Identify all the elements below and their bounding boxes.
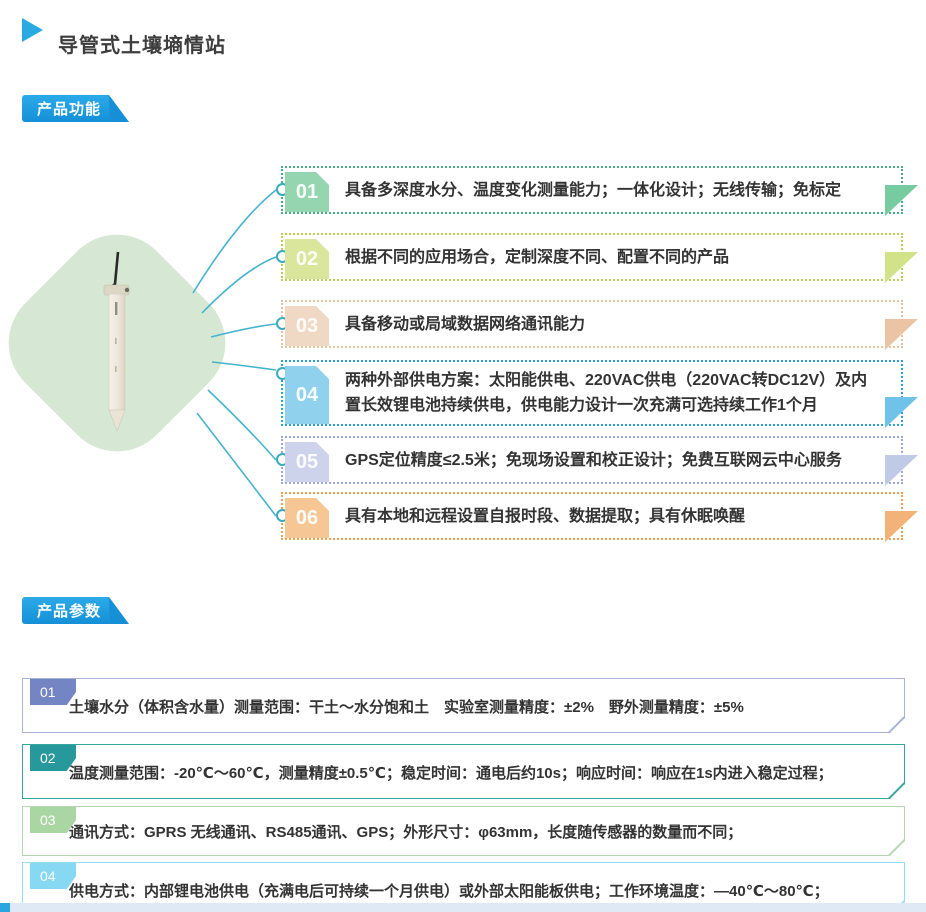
feature-item: 05 GPS定位精度≤2.5米；免现场设置和校正设计；免费互联网云中心服务 — [281, 436, 903, 484]
param-text: 温度测量范围：-20℃～60℃，测量精度±0.5℃；稳定时间：通电后约10s；响… — [23, 759, 867, 785]
param-text: 通讯方式：GPRS 无线通讯、RS485通讯、GPS；外形尺寸：φ63mm，长度… — [23, 818, 776, 844]
fold-corner-decoration — [885, 397, 918, 428]
feature-text: 两种外部供电方案：太阳能供电、220VAC供电（220VAC转DC12V）及内置… — [283, 364, 901, 422]
bottom-strip — [0, 903, 926, 912]
feature-item: 06 具有本地和远程设置自报时段、数据提取；具有休眠唤醒 — [281, 492, 903, 540]
page-title: 导管式土壤墒情站 — [58, 29, 226, 58]
fold-corner-decoration — [885, 185, 918, 216]
param-number-tag: 03 — [30, 807, 76, 833]
feature-item: 01 具备多深度水分、温度变化测量能力；一体化设计；无线传输；免标定 — [281, 166, 903, 214]
header-arrow-icon — [22, 18, 43, 42]
feature-item: 03 具备移动或局域数据网络通讯能力 — [281, 300, 903, 348]
feature-text: GPS定位精度≤2.5米；免现场设置和校正设计；免费互联网云中心服务 — [283, 444, 872, 477]
bottom-strip-marker — [0, 903, 10, 912]
features-section-badge: 产品功能 — [22, 95, 109, 122]
feature-text: 具备多深度水分、温度变化测量能力；一体化设计；无线传输；免标定 — [283, 174, 871, 207]
feature-text: 根据不同的应用场合，定制深度不同、配置不同的产品 — [283, 241, 759, 274]
feature-item: 04 两种外部供电方案：太阳能供电、220VAC供电（220VAC转DC12V）… — [281, 360, 903, 426]
feature-text: 具备移动或局域数据网络通讯能力 — [283, 308, 615, 341]
param-number-tag: 02 — [30, 745, 76, 771]
params-section-badge: 产品参数 — [22, 597, 109, 624]
fold-corner-decoration — [885, 511, 918, 542]
param-row: 02 温度测量范围：-20℃～60℃，测量精度±0.5℃；稳定时间：通电后约10… — [22, 744, 905, 799]
param-row: 03 通讯方式：GPRS 无线通讯、RS485通讯、GPS；外形尺寸：φ63mm… — [22, 806, 905, 856]
feature-item: 02 根据不同的应用场合，定制深度不同、配置不同的产品 — [281, 233, 903, 281]
param-text: 供电方式：内部锂电池供电（充满电后可持续一个月供电）或外部太阳能板供电；工作环境… — [23, 877, 863, 903]
param-text: 土壤水分（体积含水量）测量范围：干土～水分饱和土 实验室测量精度：±2% 野外测… — [23, 693, 778, 719]
product-device-image — [88, 242, 152, 438]
antenna-icon — [109, 252, 118, 289]
param-number-tag: 04 — [30, 863, 76, 889]
fold-corner-decoration — [885, 252, 918, 283]
param-row: 01 土壤水分（体积含水量）测量范围：干土～水分饱和土 实验室测量精度：±2% … — [22, 678, 905, 733]
feature-number: 04 — [285, 366, 329, 424]
param-number-tag: 01 — [30, 679, 76, 705]
feature-text: 具有本地和远程设置自报时段、数据提取；具有休眠唤醒 — [283, 500, 775, 533]
fold-corner-decoration — [885, 319, 918, 350]
fold-corner-decoration — [885, 455, 918, 486]
